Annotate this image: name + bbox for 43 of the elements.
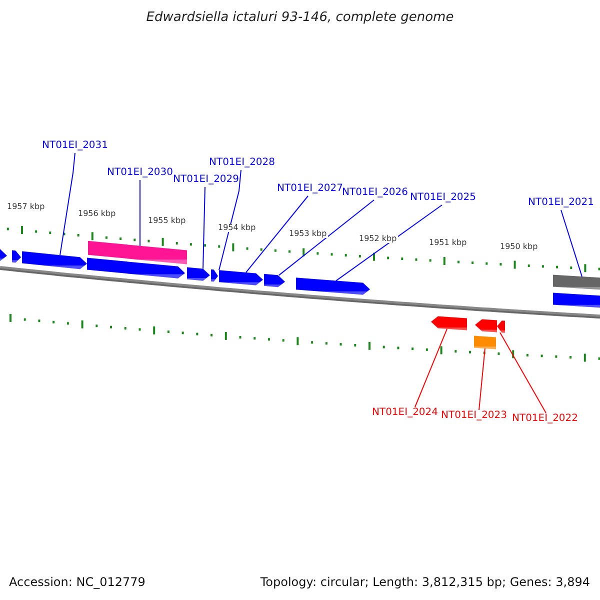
gene-label: NT01EI_2026	[342, 188, 408, 198]
leader-line	[336, 204, 442, 282]
gene-label: NT01EI_2030	[106, 168, 174, 178]
gene-label: NT01EI_2029	[172, 175, 240, 185]
gene-block	[211, 269, 218, 282]
scale-label: 1957 kbp	[6, 203, 46, 211]
leader-line	[60, 152, 76, 256]
scale-label: 1951 kbp	[428, 239, 468, 247]
gene-label: NT01EI_2027	[276, 184, 344, 194]
gene-label: NT01EI_2031	[42, 141, 108, 151]
gene-label: NT01EI_2022	[512, 414, 578, 424]
scale-label: 1956 kbp	[77, 210, 117, 218]
leader-line	[500, 332, 546, 414]
gene-label: NT01EI_2024	[372, 408, 438, 418]
gene-label: NT01EI_2023	[440, 411, 508, 421]
leader-line	[478, 348, 486, 410]
gene-label: NT01EI_2021	[528, 198, 594, 208]
leader-line	[560, 210, 582, 278]
leader-line	[278, 200, 374, 276]
gene-block	[12, 250, 21, 263]
gene-block	[296, 278, 370, 295]
gene-band	[553, 274, 600, 290]
gene-label: NT01EI_2025	[410, 193, 476, 203]
scale-label: 1952 kbp	[358, 235, 398, 243]
gene-label: NT01EI_2028	[208, 158, 276, 168]
leader-line	[218, 170, 242, 271]
title: Edwardsiella ictaluri 93-146, complete genome	[146, 11, 454, 24]
accession-note: Accession: NC_012779	[9, 576, 146, 588]
scale-label: 1955 kbp	[147, 217, 187, 225]
scale-label: 1953 kbp	[288, 230, 328, 238]
gene-band	[474, 336, 496, 350]
gene-block	[0, 248, 7, 261]
gene-block	[87, 258, 185, 278]
gene-block	[264, 274, 285, 288]
leader-line	[414, 328, 448, 408]
gene-block	[497, 320, 505, 333]
genome-info-note: Topology: circular; Length: 3,812,315 bp; Genes: 3,894	[260, 576, 590, 588]
gene-band	[553, 292, 600, 308]
leader-line	[202, 186, 206, 270]
scale-label: 1950 kbp	[499, 243, 539, 251]
leader-line	[246, 196, 308, 273]
gene-block	[431, 316, 467, 330]
scale-label: 1954 kbp	[217, 224, 257, 232]
